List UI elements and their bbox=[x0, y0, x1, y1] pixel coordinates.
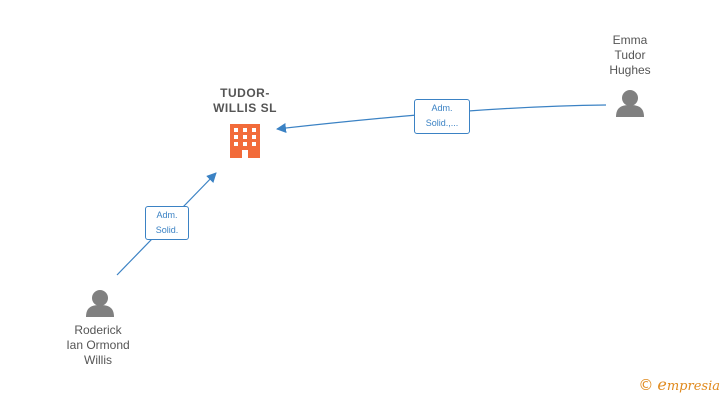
person-name-line: Tudor bbox=[614, 48, 646, 62]
brand-logo: empresia bbox=[657, 375, 720, 394]
person-icon[interactable] bbox=[616, 90, 644, 117]
person-name-emma[interactable]: Emma Tudor Hughes bbox=[590, 33, 670, 78]
person-name-line: Emma bbox=[612, 33, 648, 47]
relation-label-line: Solid.,... bbox=[425, 118, 459, 128]
brand-initial: e bbox=[657, 375, 667, 394]
building-icon[interactable] bbox=[230, 124, 260, 158]
person-name-line: Roderick bbox=[74, 323, 122, 337]
person-icon[interactable] bbox=[86, 290, 114, 317]
relation-label-emma: Adm. Solid.,... bbox=[414, 99, 470, 134]
person-name-line: Willis bbox=[84, 353, 112, 367]
company-name[interactable]: TUDOR- WILLIS SL bbox=[195, 86, 295, 116]
company-name-line2: WILLIS SL bbox=[213, 101, 277, 115]
brand-name: mpresia bbox=[666, 379, 720, 394]
relation-label-line: Adm. bbox=[431, 103, 453, 113]
person-name-line: Hughes bbox=[609, 63, 651, 77]
relation-label-line: Adm. bbox=[156, 210, 178, 220]
person-name-line: Ian Ormond bbox=[66, 338, 130, 352]
relation-label-roderick: Adm. Solid. bbox=[145, 206, 189, 240]
copyright-icon: © bbox=[638, 375, 654, 394]
person-name-roderick[interactable]: Roderick Ian Ormond Willis bbox=[48, 323, 148, 368]
brand-footer[interactable]: © empresia bbox=[638, 375, 720, 394]
relation-label-line: Solid. bbox=[155, 225, 179, 235]
company-name-line1: TUDOR- bbox=[220, 86, 270, 100]
